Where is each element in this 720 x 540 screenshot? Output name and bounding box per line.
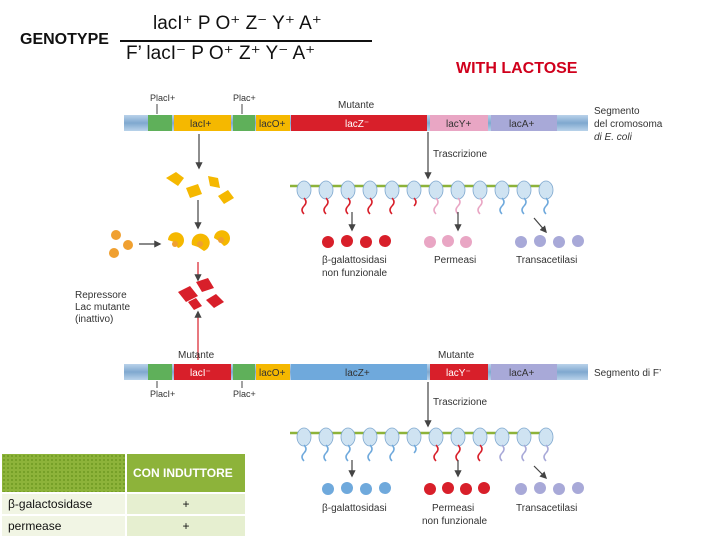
table-header-row: CON INDUTTORE [2,454,245,492]
chromosome-mutant-label: Mutante [338,100,375,111]
episome-promoter-1: PlacI+ [150,389,175,399]
chromosome-strand [124,115,588,131]
episome-strand [124,364,588,380]
table-row-label: β-galactosidase [2,494,125,514]
episome-product-2b: non funzionale [422,516,487,527]
episome-product-2: Permeasi [432,503,474,514]
chromosome-seg-4: lacY+ [446,119,471,130]
episome-segment-laci [174,364,231,380]
genotype-line-2: F’ lacI⁻ P O⁺ Z⁺ Y⁻ A⁺ [126,43,316,64]
repressor-inducer-complex [168,230,230,251]
repressor-label-3: (inattivo) [75,314,113,325]
episome-mutant-left: Mutante [178,350,215,361]
chromosome-seg-2: lacO+ [259,119,286,130]
episome-seg-label: Segmento di F’ [594,368,661,379]
chromosome-transcription-label: Trascrizione [433,149,488,160]
table-header-empty [2,454,125,492]
chromosome-mrna-ribosomes [290,180,554,215]
promoter-label-2: Plac+ [233,93,256,103]
chromosome-seg-5: lacA+ [509,119,534,130]
episome-seg-4: lacY⁻ [446,368,471,379]
repressor-label-1: Repressore [75,290,127,301]
chromosome-seg-label-2: del cromosoma [594,119,663,130]
episome-transcription-label: Trascrizione [433,397,488,408]
genotype-divider [120,40,372,42]
episome-segment-laco [256,364,290,380]
genotype-label: GENOTYPE [20,31,109,48]
chromosome-product-1b: non funzionale [322,268,387,279]
episome-segment-lacy [430,364,488,380]
chromosome-seg-label-1: Segmento [594,106,640,117]
episome-seg-3: lacZ+ [345,368,370,379]
table-row-value: + [127,494,245,514]
episome-segment-lacz [291,364,427,380]
repressor-subunits [166,172,234,204]
table-row: β-galactosidase + [2,494,245,514]
episome-product-3: Transacetilasi [516,503,577,514]
chromosome-seg-3: lacZ⁻ [345,119,369,130]
episome-seg-5: lacA+ [509,368,534,379]
genotype-line-1: lacI⁺ P O⁺ Z⁻ Y⁺ A⁺ [153,13,322,34]
table-row-label: permease [2,516,125,536]
chromosome-seg-1: lacI+ [190,119,212,130]
promoter-label-1: PlacI+ [150,93,175,103]
table-row: permease + [2,516,245,536]
episome-seg-2: lacO+ [259,368,286,379]
chromosome-seg-label-3: di E. coli [594,132,633,143]
segment-laci [174,115,231,131]
episome-promoter-2: Plac+ [233,389,256,399]
episome-protein-products [322,482,584,495]
episome-mutant-right: Mutante [438,350,475,361]
episome-seg-1: lacI⁻ [190,368,211,379]
chromosome-protein-products [322,235,584,248]
condition-label: WITH LACTOSE [456,60,578,77]
episome-segment-laca [491,364,557,380]
episome-mrna-ribosomes [290,427,554,462]
mutant-repressor [178,278,224,310]
table-row-value: + [127,516,245,536]
table-header-con-induttore: CON INDUTTORE [127,454,245,492]
segment-lacy [430,115,488,131]
chromosome-product-2: Permeasi [434,255,476,266]
chromosome-product-3: Transacetilasi [516,255,577,266]
repressor-label-2: Lac mutante [75,302,130,313]
segment-lacz [291,115,427,131]
inducer-molecules [109,230,133,258]
chromosome-product-1: β-galattosidasi [322,255,387,266]
result-table: CON INDUTTORE β-galactosidase + permease… [0,452,247,538]
segment-laca [491,115,557,131]
episome-product-1: β-galattosidasi [322,503,387,514]
segment-laco [256,115,290,131]
